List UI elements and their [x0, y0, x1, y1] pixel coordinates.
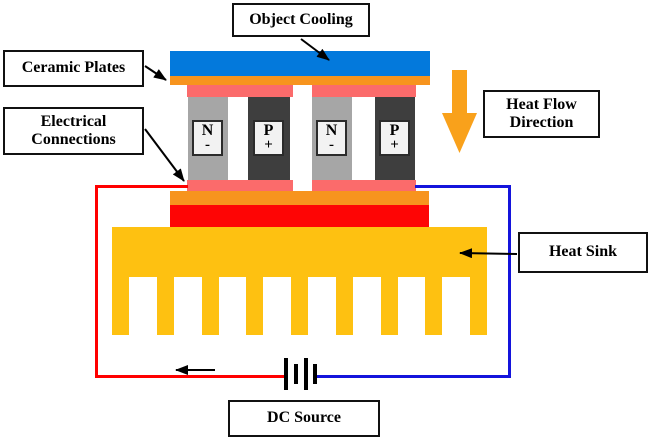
heat-sink-fin	[470, 277, 487, 335]
heat-sink-fin	[291, 277, 308, 335]
heat-sink-fin	[156, 277, 174, 335]
heat-sink-label: Heat Sink	[518, 232, 648, 273]
heat-sink-fin	[425, 277, 443, 335]
ceramic-plates-arrow-icon	[144, 65, 167, 81]
hot-plate-red	[170, 205, 429, 227]
heat-flow-text-line2: Direction	[509, 114, 574, 131]
blue-wire-right	[508, 185, 511, 378]
heat-sink-text: Heat Sink	[548, 243, 617, 261]
pellet-type: N	[201, 122, 214, 140]
pellet-sign: -	[205, 137, 210, 154]
pellet-label-p2: P +	[379, 120, 410, 156]
heat-sink-base	[112, 227, 487, 277]
pellet-sign: +	[264, 137, 273, 154]
battery-plate-long-1	[284, 358, 288, 390]
object-cooling-label: Object Cooling	[232, 3, 370, 37]
pellet-label-n1: N -	[192, 120, 223, 156]
pellet-sign: +	[390, 137, 399, 154]
bottom-ceramic-plate-orange	[170, 191, 429, 205]
red-wire-left	[95, 185, 98, 378]
pellet-sign: -	[329, 137, 334, 154]
heat-sink-fin	[335, 277, 353, 335]
heat-sink-fins	[112, 277, 487, 335]
red-wire-top	[95, 185, 188, 188]
pellet-type: N	[325, 122, 338, 140]
cold-ceramic-plate-blue	[170, 51, 430, 76]
heat-sink-fin	[112, 277, 129, 335]
heat-sink-fin	[380, 277, 398, 335]
blue-wire-top	[415, 185, 511, 188]
electrical-connections-text-line2: Connections	[31, 131, 116, 148]
dc-source-label: DC Source	[228, 400, 380, 437]
red-wire-bottom	[95, 375, 285, 378]
electrical-connections-label: Electrical Connections	[3, 107, 144, 155]
heat-flow-direction-label: Heat Flow Direction	[483, 90, 600, 138]
heat-flow-arrow-icon	[442, 70, 477, 153]
bottom-connector-left	[187, 180, 293, 191]
pellet-type: P	[389, 122, 400, 140]
object-cooling-arrow-icon	[300, 38, 330, 61]
heat-sink-arrow-icon	[459, 248, 518, 259]
heat-sink-fin	[201, 277, 219, 335]
battery-plate-short-2	[313, 364, 317, 384]
electrical-connections-text-line1: Electrical	[40, 112, 107, 130]
heat-sink-fin	[246, 277, 264, 335]
blue-wire-bottom	[316, 375, 511, 378]
top-connector-left	[187, 85, 293, 97]
pellet-label-n2: N -	[316, 120, 347, 156]
ceramic-plates-text: Ceramic Plates	[21, 59, 126, 77]
object-cooling-text: Object Cooling	[249, 10, 353, 28]
battery-plate-short-1	[294, 364, 298, 384]
top-ceramic-plate-orange	[170, 76, 430, 85]
pellet-label-p1: P +	[253, 120, 284, 156]
electrical-connections-arrow-icon	[144, 128, 185, 182]
heat-flow-text-line1: Heat Flow	[506, 95, 577, 113]
bottom-connector-right	[312, 180, 416, 191]
top-connector-right	[312, 85, 416, 97]
pellet-type: P	[263, 122, 274, 140]
ceramic-plates-label: Ceramic Plates	[3, 50, 144, 87]
dc-source-text: DC Source	[267, 409, 341, 427]
battery-plate-long-2	[304, 358, 308, 390]
